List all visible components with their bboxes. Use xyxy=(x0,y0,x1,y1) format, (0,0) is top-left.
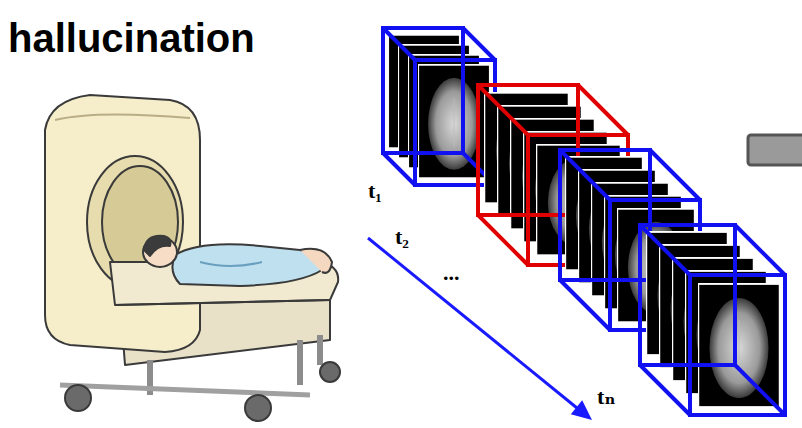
panel-heading: hallucination xyxy=(8,18,255,58)
brain-volume xyxy=(640,225,785,415)
mri-scanner xyxy=(45,95,340,421)
time-label: t₂ xyxy=(395,226,409,248)
grey-block xyxy=(748,135,802,165)
time-label: t₁ xyxy=(368,180,382,202)
time-label: tₙ xyxy=(597,386,616,408)
ellipsis-label: ... xyxy=(443,262,460,284)
